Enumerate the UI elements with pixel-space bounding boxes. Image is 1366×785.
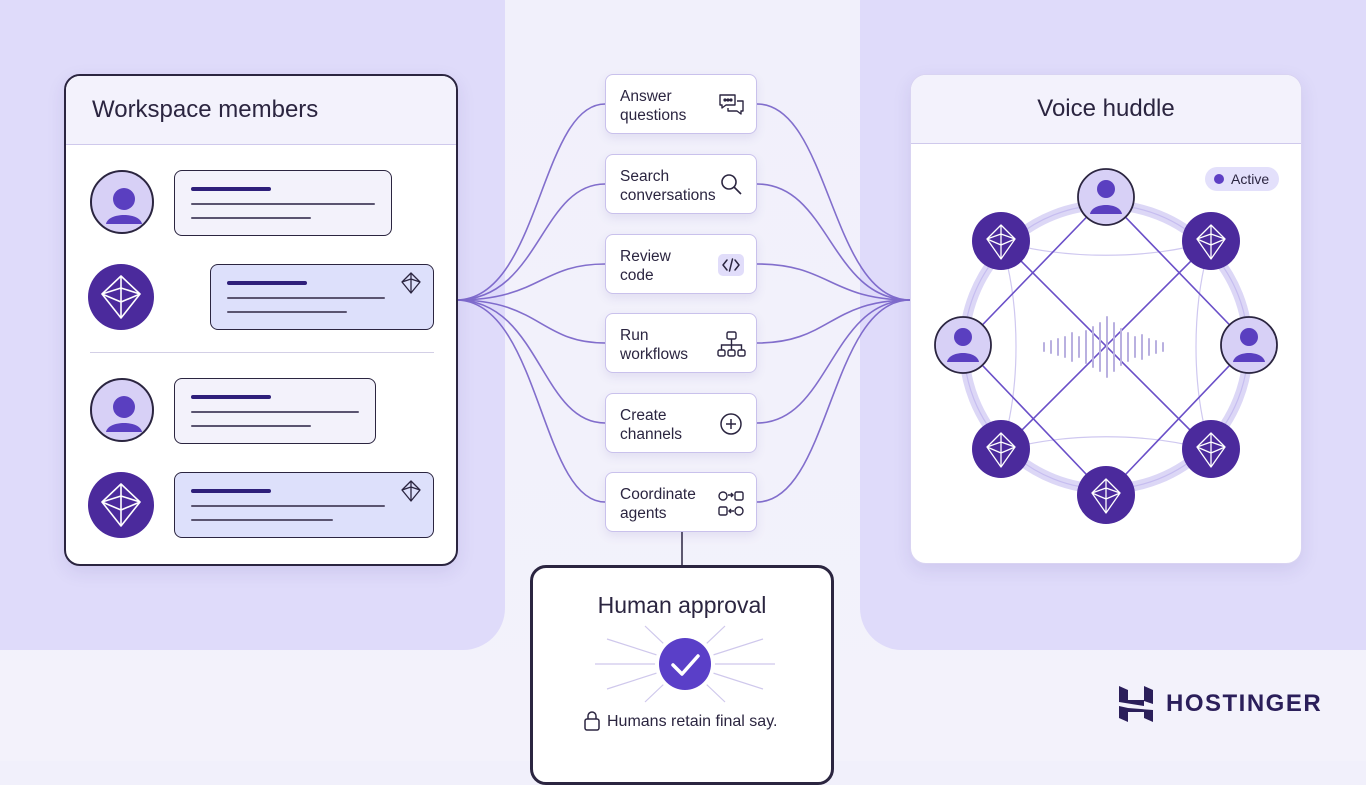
connector-left-6	[455, 299, 606, 503]
message-text-line	[191, 217, 311, 219]
connector-right-5	[756, 299, 911, 424]
huddle-agent-avatar	[972, 212, 1030, 270]
connector-right-2	[756, 183, 911, 301]
message-text-line	[191, 411, 359, 413]
connector-right-1	[756, 103, 911, 301]
message-title-line	[191, 395, 271, 399]
human-approval-title: Human approval	[597, 592, 767, 618]
capability-label: Answer questions	[620, 88, 687, 124]
huddle-agent-avatar	[1182, 420, 1240, 478]
connector-right-3	[756, 263, 911, 301]
status-dot-icon	[1214, 174, 1224, 184]
capability-label: Search conversations	[620, 168, 716, 204]
hostinger-logo-icon	[1119, 686, 1153, 722]
capability-coordinate-agents: Coordinate agents	[605, 472, 757, 532]
member-avatar	[90, 378, 154, 442]
huddle-member-avatar	[1077, 168, 1135, 226]
message-text-line	[227, 297, 385, 299]
approval-check-icon	[595, 625, 775, 703]
connector-right-4	[756, 299, 911, 344]
workspace-members-title: Workspace members	[66, 76, 456, 145]
capability-create-channels: Create channels	[605, 393, 757, 453]
message-text-line	[191, 505, 385, 507]
waveform-icon	[1043, 316, 1164, 378]
connector-right-6	[756, 299, 911, 503]
approval-note: Humans retain final say.	[607, 713, 778, 730]
member-avatar	[90, 170, 154, 234]
agent-gem-icon	[401, 272, 421, 294]
capability-run-workflows: Run workflows	[605, 313, 757, 373]
capability-label: Review code	[620, 248, 671, 284]
message-title-line	[191, 489, 271, 493]
lock-icon	[584, 711, 600, 731]
voice-huddle-title: Voice huddle	[911, 75, 1301, 144]
message-title-line	[191, 187, 271, 191]
person-icon	[106, 188, 142, 224]
connector-lines	[455, 103, 911, 566]
connector-left-1	[455, 103, 606, 301]
huddle-member-avatar	[1220, 316, 1278, 374]
huddle-member-avatar	[934, 316, 992, 374]
connector-left-3	[455, 263, 606, 301]
voice-huddle-panel: Voice huddle Active	[910, 74, 1302, 564]
message-title-line	[227, 281, 307, 285]
huddle-network	[934, 168, 1278, 524]
message-text-line	[191, 425, 311, 427]
active-status-badge: Active	[1205, 167, 1280, 191]
message-bubble	[174, 170, 392, 236]
connector-left-4	[455, 299, 606, 344]
code-icon	[718, 254, 744, 276]
brand-name: HOSTINGER	[1166, 690, 1323, 717]
huddle-agent-avatar	[1182, 212, 1240, 270]
connector-left-5	[455, 299, 606, 424]
capability-label: Create channels	[620, 407, 683, 443]
chat-bubbles-icon	[719, 94, 744, 115]
workflow-icon	[717, 331, 746, 357]
huddle-agent-avatar	[1077, 466, 1135, 524]
capability-answer-questions: Answer questions	[605, 74, 757, 134]
capability-search-conversations: Search conversations	[605, 154, 757, 214]
search-icon	[721, 174, 742, 195]
agent-gem-icon	[401, 480, 421, 502]
human-approval-card: Human approval Humans retain final say.	[530, 565, 834, 785]
agent-avatar	[88, 264, 154, 330]
message-bubble	[174, 378, 376, 444]
coordinate-icon	[718, 491, 744, 516]
message-text-line	[191, 519, 333, 521]
capability-label: Coordinate agents	[620, 486, 696, 522]
person-icon	[106, 396, 142, 432]
message-text-line	[227, 311, 347, 313]
capability-label: Run workflows	[620, 327, 689, 363]
agent-gem-icon	[101, 275, 141, 319]
huddle-agent-avatar	[972, 420, 1030, 478]
message-text-line	[191, 203, 375, 205]
capability-review-code: Review code	[605, 234, 757, 294]
workspace-members-panel: Workspace members	[64, 74, 458, 566]
agent-avatar	[88, 472, 154, 538]
connector-left-2	[455, 183, 606, 301]
agent-message-bubble	[174, 472, 434, 538]
active-status-label: Active	[1231, 171, 1270, 187]
agent-message-bubble	[210, 264, 434, 330]
divider	[90, 352, 434, 353]
agent-gem-icon	[101, 483, 141, 527]
plus-circle-icon	[720, 413, 742, 435]
